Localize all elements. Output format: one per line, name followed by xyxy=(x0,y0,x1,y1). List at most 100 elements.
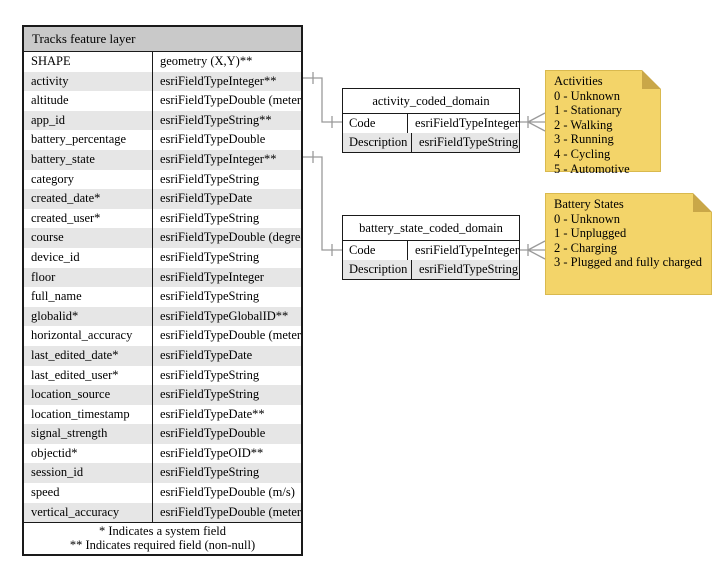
field-name: device_id xyxy=(24,247,153,268)
tracks-feature-layer-table: Tracks feature layer SHAPE geometry (X,Y… xyxy=(22,25,303,557)
note-item: 3 - Running xyxy=(554,132,614,147)
note-item: 2 - Charging xyxy=(554,240,617,255)
table-row: Description esriFieldTypeString xyxy=(343,133,519,152)
field-name: battery_state xyxy=(24,149,153,170)
field-type: esriFieldTypeString xyxy=(160,210,260,225)
field-name: Code xyxy=(343,241,409,260)
table-row: location_source esriFieldTypeString xyxy=(24,385,301,405)
field-type: esriFieldTypeDouble (meters) xyxy=(160,93,301,108)
note-item: 4 - Cycling xyxy=(554,146,611,161)
table-row: Description esriFieldTypeString xyxy=(343,260,519,279)
table-row: floor esriFieldTypeInteger xyxy=(24,267,301,288)
field-type: esriFieldTypeString xyxy=(160,465,260,480)
field-name: floor xyxy=(24,267,153,288)
field-type: esriFieldTypeInteger xyxy=(415,243,519,257)
field-type: esriFieldTypeDouble (degrees) xyxy=(160,230,301,245)
battery-domain-to-note-crowsfoot xyxy=(520,240,546,260)
field-name: speed xyxy=(24,483,153,503)
field-name: created_user* xyxy=(24,208,153,229)
field-type: esriFieldTypeDouble (meters) xyxy=(160,504,301,519)
note-title: Battery States xyxy=(554,197,624,211)
table-row: app_id esriFieldTypeString** xyxy=(24,110,301,131)
note-item: 0 - Unknown xyxy=(554,211,620,226)
table-row: device_id esriFieldTypeString xyxy=(24,247,301,268)
note-item: 3 - Plugged and fully charged xyxy=(554,255,702,270)
field-name: last_edited_user* xyxy=(24,365,153,386)
table-row: session_id esriFieldTypeString xyxy=(24,463,301,484)
table-row: category esriFieldTypeString xyxy=(24,169,301,190)
field-name: full_name xyxy=(24,287,153,307)
domain-table-title: activity_coded_domain xyxy=(343,89,519,114)
field-name: course xyxy=(24,228,153,248)
table-row: last_edited_user* esriFieldTypeString xyxy=(24,365,301,386)
battery-state-coded-domain-table: battery_state_coded_domain Code esriFiel… xyxy=(342,215,520,280)
note-item: 1 - Unplugged xyxy=(554,226,627,241)
table-row: activity esriFieldTypeInteger** xyxy=(24,71,301,92)
field-name: last_edited_date* xyxy=(24,345,153,366)
field-type: esriFieldTypeString** xyxy=(160,112,272,127)
field-name: Description xyxy=(343,260,412,279)
table-row: full_name esriFieldTypeString xyxy=(24,287,301,307)
note-item: 2 - Walking xyxy=(554,117,613,132)
field-type: esriFieldTypeString xyxy=(160,367,260,382)
field-name: Code xyxy=(343,114,409,133)
field-name: signal_strength xyxy=(24,424,153,444)
field-list: SHAPE geometry (X,Y)** activity esriFiel… xyxy=(24,52,301,523)
field-type: esriFieldTypeDouble (m/s) xyxy=(160,485,295,500)
field-type: esriFieldTypeString xyxy=(160,171,260,186)
field-type: esriFieldTypeOID** xyxy=(160,445,264,460)
field-name: battery_percentage xyxy=(24,130,153,150)
field-type: esriFieldTypeInteger** xyxy=(160,151,277,166)
table-row: battery_state esriFieldTypeInteger** xyxy=(24,149,301,170)
table-title: Tracks feature layer xyxy=(24,27,301,52)
note-item: 0 - Unknown xyxy=(554,88,620,103)
field-name: Description xyxy=(343,133,412,152)
table-row: altitude esriFieldTypeDouble (meters) xyxy=(24,91,301,111)
field-type: esriFieldTypeString xyxy=(419,262,519,276)
field-name: vertical_accuracy xyxy=(24,502,153,523)
field-type: esriFieldTypeString xyxy=(160,387,260,402)
field-name: session_id xyxy=(24,463,153,484)
activity-coded-domain-table: activity_coded_domain Code esriFieldType… xyxy=(342,88,520,153)
note-fold-corner-icon xyxy=(642,70,661,89)
field-type: esriFieldTypeGlobalID** xyxy=(160,308,289,323)
table-row: Code esriFieldTypeInteger xyxy=(343,241,519,260)
field-name: globalid* xyxy=(24,306,153,327)
field-name: activity xyxy=(24,71,153,92)
note-item-list: 0 - Unknown 1 - Unplugged 2 - Charging 3… xyxy=(554,212,707,270)
note-item: 1 - Stationary xyxy=(554,103,623,118)
field-name: altitude xyxy=(24,91,153,111)
table-row: horizontal_accuracy esriFieldTypeDouble … xyxy=(24,326,301,346)
domain-row-list: Code esriFieldTypeInteger Description es… xyxy=(343,241,519,279)
table-row: SHAPE geometry (X,Y)** xyxy=(24,52,301,72)
battery-states-sticky-note: Battery States 0 - Unknown 1 - Unplugged… xyxy=(545,193,712,295)
field-type: esriFieldTypeDate** xyxy=(160,406,265,421)
table-footnotes: * Indicates a system field ** Indicates … xyxy=(24,522,301,555)
domain-table-title: battery_state_coded_domain xyxy=(343,216,519,241)
activities-sticky-note: Activities 0 - Unknown 1 - Stationary 2 … xyxy=(545,70,661,176)
field-type: esriFieldTypeDate xyxy=(160,191,253,206)
activity-domain-to-note-crowsfoot xyxy=(520,112,546,132)
note-item-list: 0 - Unknown 1 - Stationary 2 - Walking 3… xyxy=(554,89,656,177)
table-row: speed esriFieldTypeDouble (m/s) xyxy=(24,483,301,503)
field-type: esriFieldTypeDate xyxy=(160,347,253,362)
field-type: esriFieldTypeDouble xyxy=(160,132,266,147)
note-fold-corner-icon xyxy=(693,193,712,212)
field-type: esriFieldTypeInteger xyxy=(160,269,264,284)
table-row: created_user* esriFieldTypeString xyxy=(24,208,301,229)
field-name: location_source xyxy=(24,385,153,405)
field-name: location_timestamp xyxy=(24,404,153,425)
note-title: Activities xyxy=(554,74,603,88)
field-type: esriFieldTypeString xyxy=(419,135,519,149)
table-row: battery_percentage esriFieldTypeDouble xyxy=(24,130,301,150)
field-name: objectid* xyxy=(24,443,153,464)
table-row: globalid* esriFieldTypeGlobalID** xyxy=(24,306,301,327)
table-row: vertical_accuracy esriFieldTypeDouble (m… xyxy=(24,502,301,523)
field-type: esriFieldTypeInteger xyxy=(415,116,519,130)
note-item: 5 - Automotive xyxy=(554,161,630,176)
field-type: esriFieldTypeInteger** xyxy=(160,73,277,88)
field-type: esriFieldTypeString xyxy=(160,289,260,304)
field-name: app_id xyxy=(24,110,153,131)
table-row: Code esriFieldTypeInteger xyxy=(343,114,519,133)
